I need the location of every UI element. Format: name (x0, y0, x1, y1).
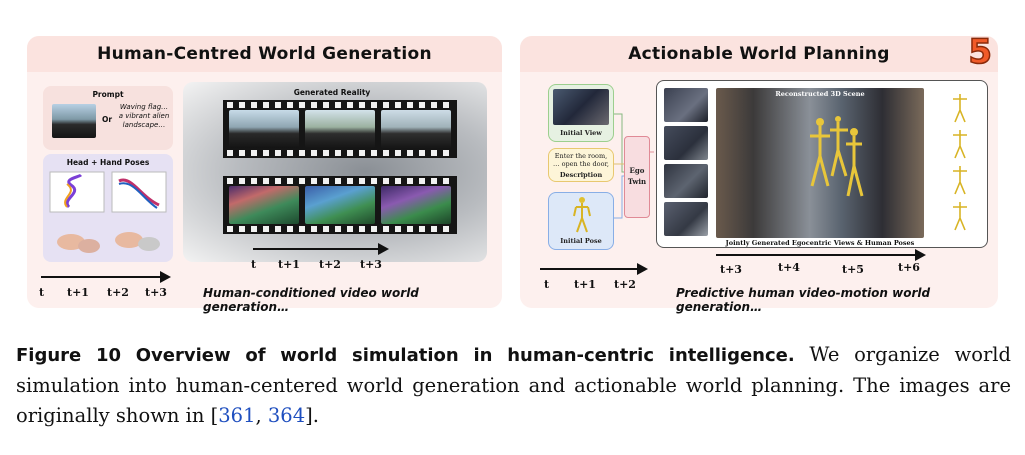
ego-view-thumb-3 (664, 164, 708, 198)
prompt-label: Prompt (92, 90, 124, 99)
initial-pose-skeleton (573, 197, 591, 233)
input-tick-0: t (544, 278, 550, 291)
scene-motion-skeletons (810, 116, 864, 197)
output-tick-0: t (251, 258, 257, 271)
generated-reality-label: Generated Reality (293, 88, 371, 97)
description-box: Enter the room, … open the door, … Descr… (548, 148, 614, 182)
figure-caption: Figure 10 Overview of world simulation i… (16, 340, 1011, 431)
figure-label: Figure 10 (16, 345, 122, 366)
driving-prompt-image (52, 104, 96, 138)
poses-label: Head + Hand Poses (66, 158, 150, 167)
output-timeline-arrow (253, 243, 389, 255)
ego-view-thumb-2 (664, 126, 708, 160)
initial-pose-box: Initial Pose (548, 192, 614, 250)
ego-twin-label: Ego Twin (627, 166, 647, 186)
reconstructed-scene-label: Reconstructed 3D Scene (775, 90, 865, 98)
right-panel-title: Actionable World Planning (520, 36, 998, 72)
output-tick-1: t+1 (278, 258, 300, 271)
initial-view-image (553, 89, 609, 125)
input-tick-3: t+3 (145, 286, 167, 299)
prompt-box: Prompt Or Waving flag… a vibrant alien l… (43, 86, 173, 150)
initial-view-label: Initial View (560, 129, 602, 137)
citation-separator: , (255, 404, 268, 427)
citation-end: ]. (305, 404, 319, 427)
hand-poses-figure (57, 232, 160, 253)
prompt-text: Waving flag… a vibrant alien landscape… (118, 103, 170, 129)
input-tick-2: t+2 (107, 286, 129, 299)
description-label: Description (559, 171, 603, 179)
output-tick-0: t+3 (720, 263, 742, 276)
actionable-world-planning-panel: Actionable World Planning 5 Initial View… (520, 31, 998, 314)
description-text: Enter the room, … open the door, … (553, 152, 609, 176)
input-timeline-arrow (41, 271, 171, 283)
initial-view-box: Initial View (548, 84, 614, 142)
input-timeline-arrow (540, 263, 648, 275)
head-hand-poses-box: Head + Hand Poses (43, 154, 173, 262)
figure-title: Overview of world simulation in human-ce… (135, 345, 795, 366)
figure-caption-body: We organize world simulation into human-… (16, 343, 1011, 427)
ego-view-thumb-1 (664, 88, 708, 122)
right-panel-caption: Predictive human video-motion world gene… (676, 286, 931, 314)
reconstructed-scene-image (716, 88, 924, 238)
output-tick-1: t+4 (778, 261, 800, 274)
left-panel-title: Human-Centred World Generation (27, 36, 502, 72)
pose-trajectory-plots (49, 171, 167, 213)
input-tick-0: t (39, 286, 45, 299)
driving-film-strip (223, 100, 457, 158)
or-label: Or (101, 115, 113, 124)
left-panel-caption: Human-conditioned video world generation… (203, 286, 419, 314)
joint-generation-label: Jointly Generated Egocentric Views & Hum… (725, 239, 915, 247)
alien-film-strip (223, 176, 457, 234)
citation-link-361[interactable]: 361 (218, 404, 256, 427)
corner-badge: 5 (968, 31, 993, 73)
initial-pose-label: Initial Pose (560, 237, 602, 245)
ego-twin-box: Ego Twin (624, 136, 650, 218)
ego-view-thumb-4 (664, 202, 708, 236)
input-tick-1: t+1 (67, 286, 89, 299)
output-tick-2: t+5 (842, 263, 864, 276)
output-tick-3: t+6 (898, 261, 920, 274)
output-tick-3: t+3 (360, 258, 382, 271)
output-tick-2: t+2 (319, 258, 341, 271)
citation-link-364[interactable]: 364 (267, 404, 306, 427)
human-centred-world-generation-panel: Human-Centred World Generation Prompt Or… (27, 36, 502, 314)
output-timeline-arrow (716, 249, 926, 261)
pose-sequence-column (953, 94, 967, 231)
input-tick-1: t+1 (574, 278, 596, 291)
input-tick-2: t+2 (614, 278, 636, 291)
